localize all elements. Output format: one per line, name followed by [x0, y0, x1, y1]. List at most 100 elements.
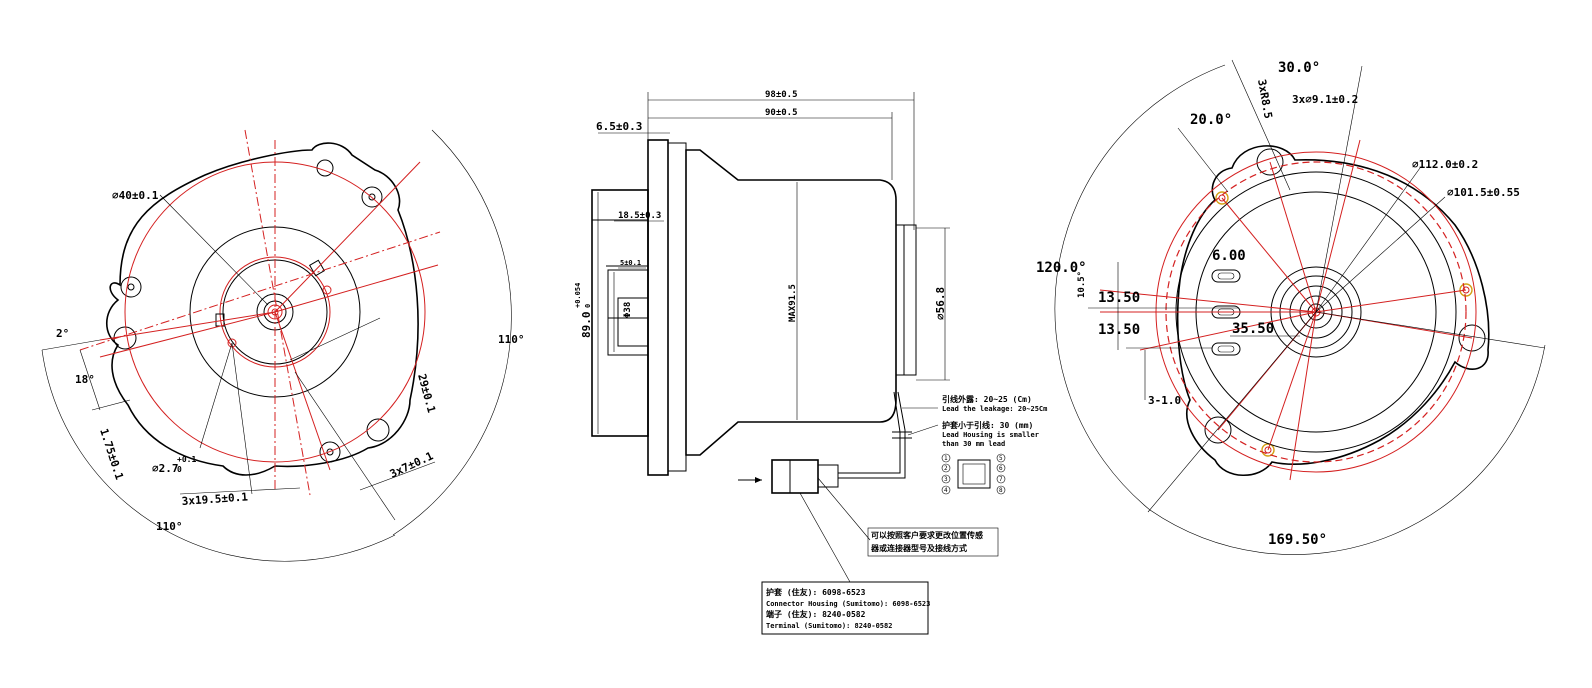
right-ext-2: [1315, 65, 1363, 313]
side-lead-wire: [838, 391, 906, 479]
left-dim-dia27: ⌀2.7: [152, 462, 179, 475]
side-flange-plate: [647, 139, 669, 476]
right-slot-3: [1211, 342, 1241, 356]
right-red-ray-1: [1269, 161, 1317, 313]
pin-circle-4: [941, 485, 951, 495]
right-view: 30.0° 3xR8.5 3x⌀9.1±0.2 20.0° ⌀112.0±0.2…: [1036, 59, 1546, 555]
side-note-lead-cn: 引线外露: 20~25 (Cm): [942, 394, 1032, 404]
right-dim-angle1695: 169.50°: [1268, 532, 1327, 548]
side-dim-5: 5±0.1: [620, 259, 641, 267]
right-small-hole-1: [1215, 191, 1229, 205]
right-dim-angle120: 120.0°: [1036, 260, 1087, 276]
right-red-ray-9: [1099, 289, 1317, 313]
pin-connector-inner: [962, 463, 986, 485]
pin-circle-1: [941, 453, 951, 463]
left-hole-top-right-inner: [368, 193, 376, 201]
left-ext-5: [231, 342, 253, 495]
left-ext-9: [359, 461, 436, 491]
left-ext-1: [41, 339, 101, 351]
right-flange-outline: [1176, 145, 1490, 476]
left-red-ray-4: [99, 311, 276, 358]
left-red-axis-2: [79, 231, 441, 351]
side-arrow-head: [755, 477, 762, 483]
right-dim-dia112: ⌀112.0±0.2: [1412, 158, 1478, 171]
left-red-ray-1: [274, 161, 421, 313]
side-note-housing-cn: 护套小于引线: 30 (mm): [942, 420, 1033, 430]
right-red-ray-4: [1315, 289, 1467, 313]
left-ext-7: [289, 317, 381, 361]
side-shaft: [617, 297, 649, 347]
left-tab-1: [308, 259, 326, 277]
right-ext-3: [1177, 127, 1229, 193]
left-dim-angle2: 2°: [56, 327, 69, 340]
right-dim-3550: 35.50: [1232, 321, 1274, 337]
right-hole-top: [1256, 148, 1284, 176]
left-ext-8: [294, 371, 396, 521]
left-dim-angle110-bottom: 110°: [156, 520, 183, 533]
left-hole-left-inner: [127, 283, 135, 291]
right-red-ray-6: [1267, 311, 1317, 451]
pin-label-2: 2: [944, 465, 948, 472]
right-red-ray-8: [1289, 311, 1317, 481]
right-dim-600: 6.00: [1212, 248, 1246, 264]
left-hole-bottom: [319, 441, 341, 463]
left-ext-3: [91, 399, 131, 411]
side-connector-line-1: 护套 (住友): 6098-6523: [766, 587, 866, 597]
side-note-housing-en-2: than 30 mm lead: [942, 440, 1005, 448]
pin-label-6: 6: [999, 465, 1003, 472]
pin-connector-box: [957, 459, 991, 489]
right-small-hole-2: [1459, 283, 1473, 297]
right-red-ray-11: [1139, 311, 1317, 351]
side-custom-box: [867, 527, 999, 557]
right-slot-1: [1211, 269, 1241, 283]
left-dim-dia27-tol-lower: 0: [177, 465, 182, 474]
pin-circle-7: [996, 474, 1006, 484]
right-dim-angle20: 20.0°: [1190, 112, 1232, 128]
right-red-ray-2: [1221, 197, 1317, 313]
right-arc-1695: [1054, 64, 1226, 511]
left-dim-angle18: 18°: [75, 373, 95, 386]
side-dim-max: MAX91.5: [788, 284, 798, 322]
pin-label-5: 5: [999, 455, 1003, 462]
left-red-ray-2: [274, 264, 439, 313]
side-connector-leader: [799, 492, 851, 583]
side-dim-65: 6.5±0.3: [596, 120, 642, 133]
left-leader-dia40: [159, 194, 269, 306]
left-hole-small-top: [316, 159, 334, 177]
left-hole-top-right: [361, 186, 383, 208]
pin-circle-2: [941, 463, 951, 473]
side-custom-leader: [817, 477, 871, 541]
pin-label-7: 7: [999, 476, 1003, 483]
right-dim-105: 10.5°: [1077, 271, 1087, 298]
right-ext-7: [1315, 311, 1546, 349]
side-custom-note-1: 可以按照客户要求更改位置传感: [871, 530, 983, 540]
right-dim-r85: 3xR8.5: [1255, 78, 1275, 119]
pin-label-4: 4: [944, 487, 948, 494]
left-hole-bottom-inner: [326, 448, 334, 456]
side-dim-98: 98±0.5: [765, 90, 798, 100]
right-hole-bottom-left: [1204, 416, 1232, 444]
side-dim-185: 18.5±0.3: [618, 211, 661, 221]
right-arc-1695-b: [1149, 344, 1546, 555]
left-red-ray-5: [274, 311, 331, 471]
pin-circle-5: [996, 453, 1006, 463]
side-dim-89-tol-lower: 0: [584, 304, 592, 308]
left-red-ray-3: [99, 311, 276, 341]
left-dim-dia27-tol-upper: +0.1: [177, 455, 196, 464]
left-hole-left: [120, 276, 142, 298]
side-dim-89: 89.0: [580, 312, 593, 339]
side-view: 98±0.5 90±0.5 6.5±0.3 18.5±0.3 5±0.1 Φ38…: [574, 90, 1047, 635]
side-note-leader-2: [907, 424, 939, 436]
left-dim-dia40: ⌀40±0.1: [112, 189, 159, 202]
left-dim-175: 1.75±0.1: [97, 427, 126, 482]
side-dim-89-tol-upper: +0.054: [574, 283, 582, 308]
left-red-axis-3: [244, 129, 311, 496]
side-lead-wire-2: [838, 391, 901, 474]
right-ext-6: [1147, 311, 1317, 513]
side-connector-line-3: 端子 (住友): 8240-0582: [766, 609, 866, 619]
pin-label-1: 1: [944, 455, 948, 462]
left-dim-29: 29±0.1: [415, 372, 438, 414]
left-angle-arc-110-bottom: [41, 349, 396, 562]
side-custom-note-2: 器或连接器型号及接线方式: [870, 543, 967, 553]
